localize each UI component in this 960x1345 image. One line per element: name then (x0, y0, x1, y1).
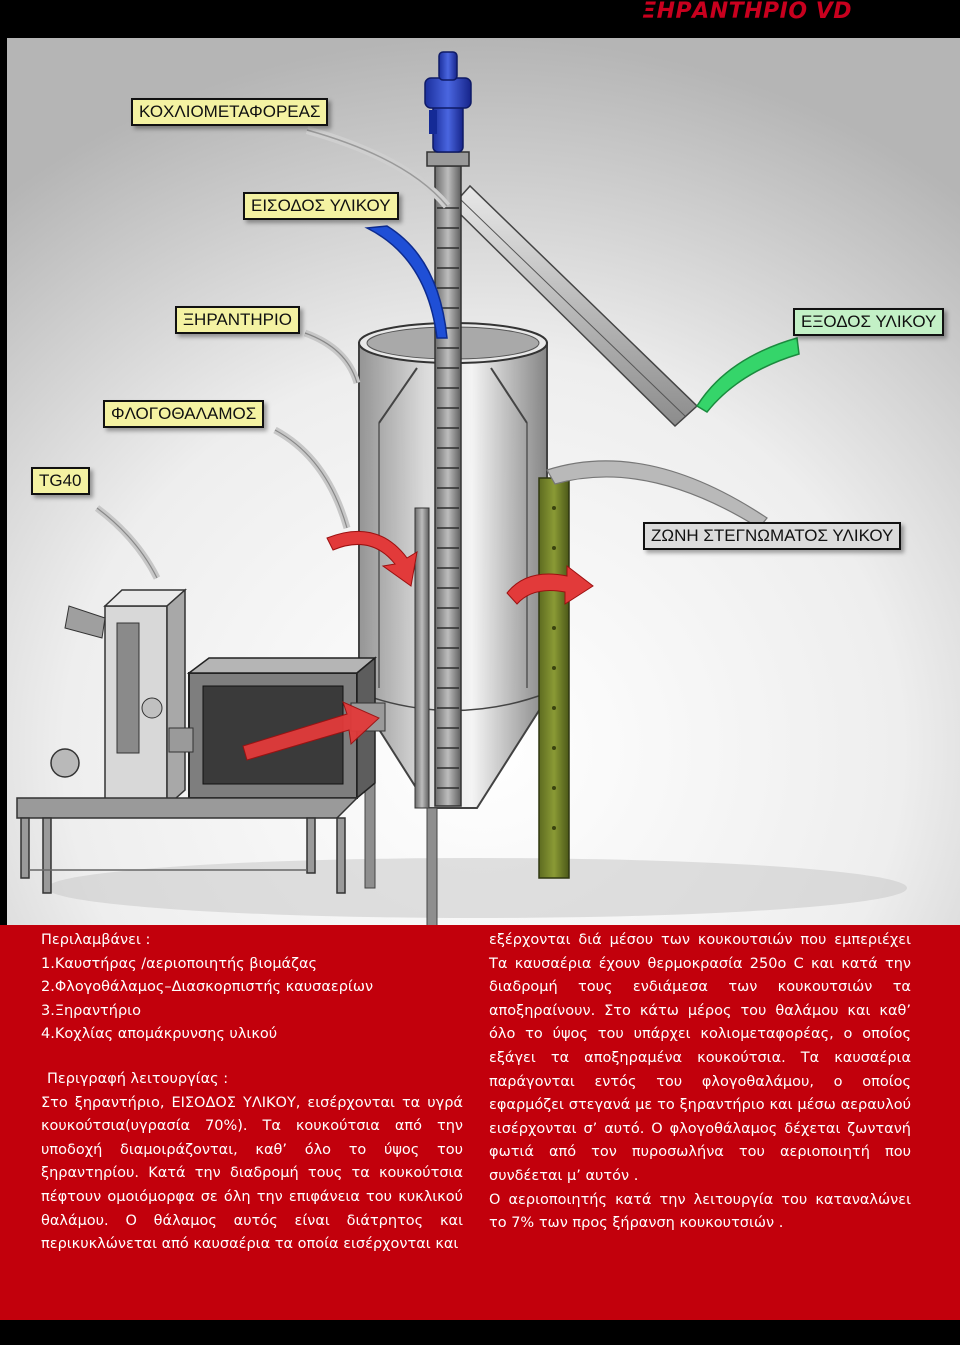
callout-combustion-chamber: ΦΛΟΓΟΘΑΛΑΜΟΣ (103, 400, 265, 428)
stand (16, 797, 359, 894)
hot-gas-arrows (242, 530, 594, 761)
callout-auger: ΚΟΧΛΙΟΜΕΤΑΦΟΡΕΑΣ (131, 98, 329, 126)
description-right-para1: εξέρχονται διά μέσου των κουκουτσιών που… (489, 932, 911, 1184)
contents-item: 1.Καυστήρας /αεριοποιητής βιομάζας (41, 955, 318, 972)
auger-tube (426, 151, 470, 807)
description-right-para2: Ο αεριοποιητής κατά την λειτουργία του κ… (489, 1191, 911, 1232)
tg40-gasifier (50, 588, 194, 808)
description-heading: Περιγραφή λειτουργίας : (47, 1070, 229, 1087)
callout-dryer: ΞΗΡΑΝΤΗΡΙΟ (175, 306, 300, 334)
dryer-drawing (7, 38, 960, 929)
callout-drying-zone: ΖΩΝΗ ΣΤΕΓΝΩΜΑΤΟΣ ΥΛΙΚΟΥ (643, 522, 902, 550)
right-column: εξέρχονται διά μέσου των κουκουτσιών που… (489, 929, 911, 1236)
description-left-text: Στο ξηραντήριο, ΕΙΣΟΔΟΣ ΥΛΙΚΟΥ, εισέρχον… (41, 1094, 463, 1253)
auger-motor (424, 51, 472, 153)
callout-material-in: ΕΙΣΟΔΟΣ ΥΛΙΚΟΥ (243, 192, 399, 220)
bottom-strip (0, 1320, 960, 1345)
contents-item: 4.Κοχλίας απομάκρυνσης υλικού (41, 1026, 278, 1043)
contents-item: 2.Φλογοθάλαμος–Διασκορπιστής καυσαερίων (41, 979, 374, 996)
combustion-chamber (186, 656, 386, 800)
callout-material-out: ΕΞΟΔΟΣ ΥΛΙΚΟΥ (793, 308, 945, 336)
dryer-illustration: ΚΟΧΛΙΟΜΕΤΑΦΟΡΕΑΣ ΕΙΣΟΔΟΣ ΥΛΙΚΟΥ ΞΗΡΑΝΤΗΡ… (7, 38, 960, 929)
left-column: Περιλαμβάνει : 1.Καυστήρας /αεριοποιητής… (41, 929, 463, 1257)
callout-pointers (94, 126, 800, 580)
page-title: ΞΗΡΑΝΤΗΡΙΟ VD (642, 0, 852, 24)
contents-item: 3.Ξηραντήριο (41, 1002, 141, 1019)
support-column (538, 477, 570, 879)
description-panel: Περιλαμβάνει : 1.Καυστήρας /αεριοποιητής… (0, 925, 960, 1320)
callout-tg40: TG40 (31, 467, 90, 495)
contents-heading: Περιλαμβάνει : (41, 932, 151, 948)
